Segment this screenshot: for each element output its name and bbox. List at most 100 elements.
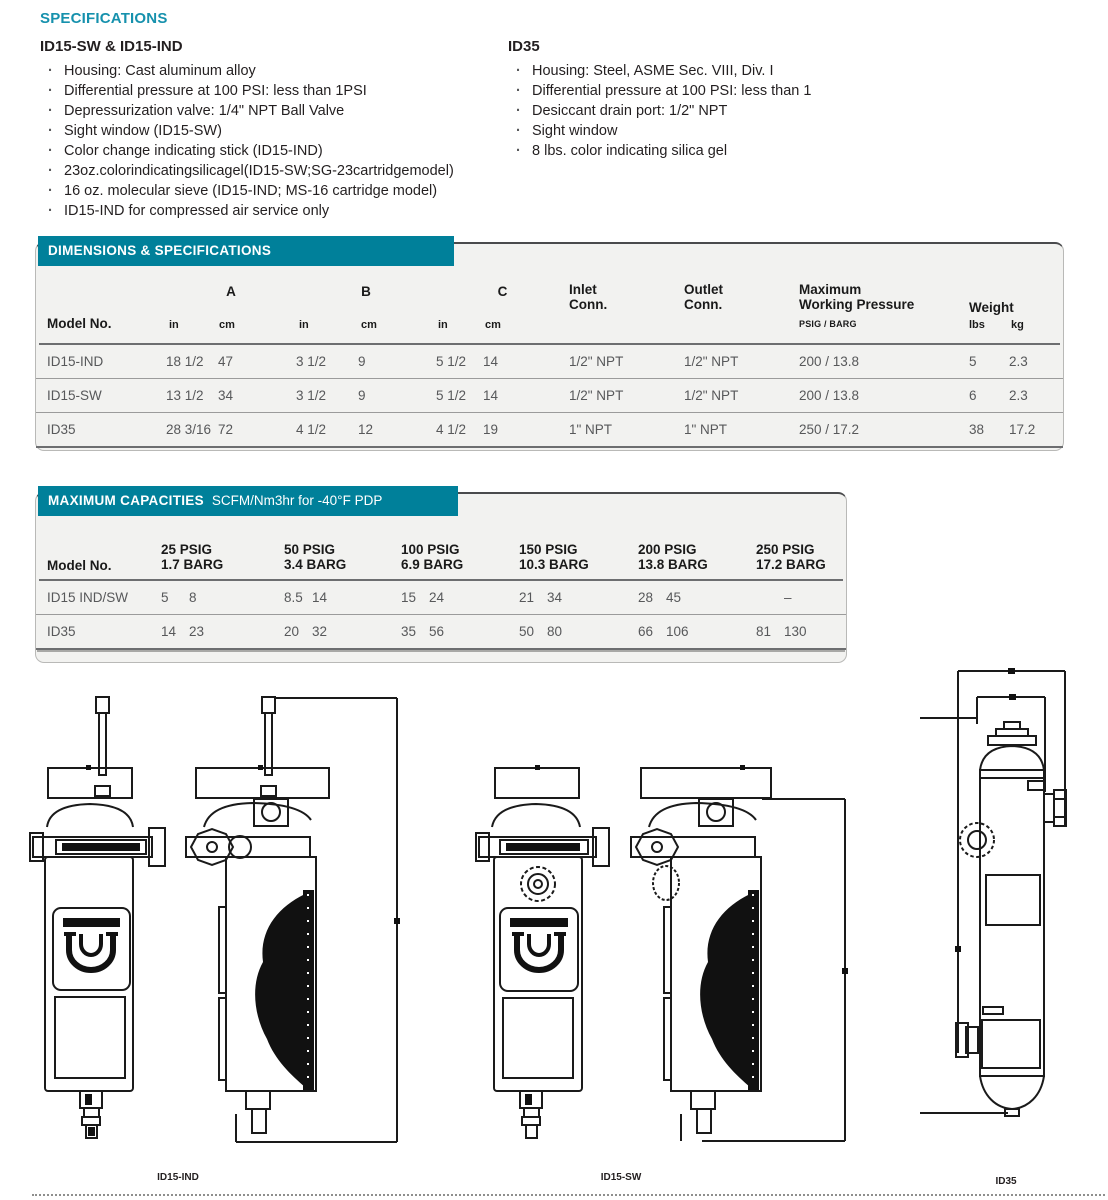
spec-heading-id15: ID15-SW & ID15-IND: [40, 38, 183, 55]
cell: 6: [969, 388, 977, 403]
figure-id15-sw-front: [475, 765, 610, 1139]
col-inlet-line1: Inlet: [569, 282, 597, 297]
cell: 4 1/2: [296, 422, 327, 437]
figure-label-id35: ID35: [995, 1176, 1017, 1187]
cell: 19: [483, 422, 499, 437]
col-mwp-line1: Maximum: [799, 282, 862, 297]
spec-item: ID15-IND for compressed air service only: [40, 201, 500, 221]
cell: 1" NPT: [684, 422, 728, 437]
drain-flange: [955, 1022, 969, 1058]
cell-model: ID15 IND/SW: [47, 590, 129, 605]
cell-model: ID35: [47, 422, 76, 437]
ball-valve: [148, 827, 166, 867]
figure-id35: [920, 668, 1067, 1117]
spec-column-id35: ID35 Housing: Steel, ASME Sec. VIII, Div…: [508, 34, 948, 161]
drain-assembly: [519, 1090, 543, 1139]
col-inlet-line2: Conn.: [569, 297, 608, 312]
value: 50: [519, 624, 535, 639]
capacities-table-header-bar: MAXIMUM CAPACITIES SCFM/Nm3hr for -40°F P…: [38, 486, 458, 516]
cell: 1/2" NPT: [569, 388, 624, 403]
ball-valve: [592, 827, 610, 867]
spec-item: Depressurization valve: 1/4" NPT Ball Va…: [40, 101, 500, 121]
spec-item: Sight window: [508, 121, 948, 141]
valve-handle: [506, 843, 580, 851]
technical-drawings: [29, 668, 1067, 1143]
lower-panel: [502, 997, 574, 1079]
indicating-stick-cap: [95, 696, 110, 714]
brand-logo: [510, 918, 568, 973]
sight-window: [520, 866, 556, 902]
value: 45: [666, 590, 682, 605]
cell: 1/2" NPT: [684, 388, 739, 403]
spec-list-id35: Housing: Steel, ASME Sec. VIII, Div. I D…: [508, 61, 948, 161]
page-bottom-rule: [32, 1194, 1105, 1196]
barg-label: 1.7 BARG: [161, 557, 224, 572]
col-mwp-units: PSIG / BARG: [799, 319, 857, 329]
desiccant-cartridge: [700, 894, 750, 1087]
table-row: ID15-IND 18 1/2 47 3 1/2 9 5 1/2 14 1/2"…: [36, 345, 1063, 378]
value: 34: [547, 590, 563, 605]
psig-label: 25 PSIG: [161, 542, 213, 557]
barg-label: 13.8 BARG: [638, 557, 708, 572]
cell: 1/2" NPT: [684, 354, 739, 369]
cell-model: ID15-SW: [47, 388, 102, 403]
figure-id15-ind-front: [29, 696, 166, 1139]
col-weight: Weight: [969, 300, 1014, 315]
outlet-flange: [1043, 793, 1055, 823]
valve-handle: [62, 843, 140, 851]
figure-id15-sw-side: [630, 765, 848, 1142]
unit-b-cm: cm: [361, 319, 377, 331]
brand-logo: [63, 918, 120, 973]
value: 66: [638, 624, 654, 639]
cell-pair: –: [756, 590, 846, 605]
cell: 5: [969, 354, 977, 369]
cell: 38: [969, 422, 985, 437]
col-inlet: Inlet Conn.: [569, 282, 607, 312]
spec-column-id15: ID15-SW & ID15-IND Housing: Cast aluminu…: [40, 34, 500, 221]
col-model: Model No.: [47, 558, 112, 573]
cell: 5 1/2: [436, 388, 467, 403]
cell: 1" NPT: [569, 422, 613, 437]
specifications-title: SPECIFICATIONS: [40, 10, 168, 27]
figure-label-id15-ind: ID15-IND: [157, 1172, 199, 1183]
value: 23: [189, 624, 205, 639]
psig-label: 200 PSIG: [638, 542, 697, 557]
capacities-table-subtitle: SCFM/Nm3hr for -40°F PDP: [211, 493, 383, 508]
lower-panel: [981, 1019, 1041, 1069]
cell-model: ID15-IND: [47, 354, 104, 369]
spec-item: 16 oz. molecular sieve (ID15-IND; MS-16 …: [40, 181, 500, 201]
barg-label: 10.3 BARG: [519, 557, 589, 572]
cell-pair: 66 106: [638, 624, 756, 639]
table-row: ID15-SW 13 1/2 34 3 1/2 9 5 1/2 14 1/2" …: [36, 378, 1063, 412]
dimensions-rows: ID15-IND 18 1/2 47 3 1/2 9 5 1/2 14 1/2"…: [36, 345, 1063, 448]
capacities-table-title: MAXIMUM CAPACITIES: [48, 493, 204, 508]
logo-panel: [52, 907, 131, 991]
col-200psig: 200 PSIG 13.8 BARG: [638, 542, 708, 572]
sight-window: [985, 874, 1041, 926]
cell-model: ID35: [47, 624, 76, 639]
value: 8: [189, 590, 197, 605]
cell: 72: [218, 422, 234, 437]
table-row: ID35 28 3/16 72 4 1/2 12 4 1/2 19 1" NPT…: [36, 412, 1063, 446]
cell: 2.3: [1009, 388, 1028, 403]
value: 20: [284, 624, 300, 639]
unit-kg: kg: [1011, 319, 1024, 331]
barg-label: 3.4 BARG: [284, 557, 347, 572]
cell: 18 1/2: [166, 354, 204, 369]
spec-item: 23oz.colorindicatingsilicagel(ID15-SW;SG…: [40, 161, 500, 181]
col-250psig: 250 PSIG 17.2 BARG: [756, 542, 826, 572]
cell: 2.3: [1009, 354, 1028, 369]
sight-window-side: [652, 865, 680, 901]
spec-item: Desiccant drain port: 1/2" NPT: [508, 101, 948, 121]
spec-item: Color change indicating stick (ID15-IND): [40, 141, 500, 161]
spec-list-id15: Housing: Cast aluminum alloy Differentia…: [40, 61, 500, 221]
value: 106: [666, 624, 689, 639]
psig-label: 150 PSIG: [519, 542, 578, 557]
cell: 200 / 13.8: [799, 388, 860, 403]
col-group-a: A: [226, 284, 236, 299]
dimensions-table-header-bar: DIMENSIONS & SPECIFICATIONS: [38, 236, 454, 266]
